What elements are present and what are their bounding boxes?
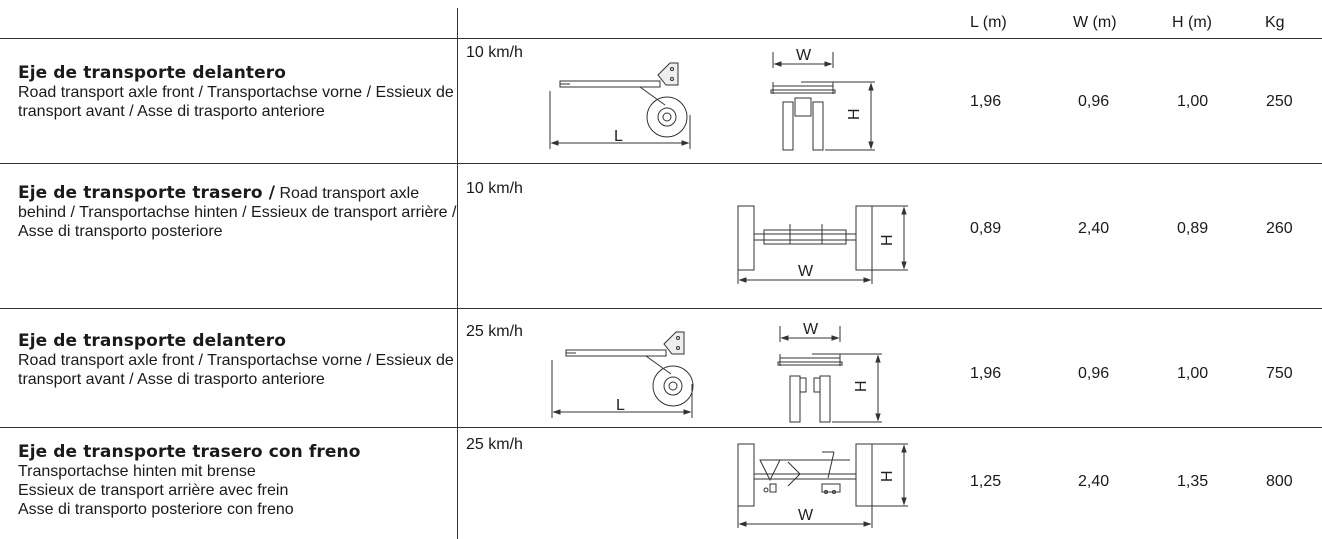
value-w: 0,96 (1078, 365, 1110, 382)
row-description: Eje de transporte trasero / Road transpo… (18, 184, 458, 241)
dim-label-w: W (796, 47, 812, 64)
row-divider (0, 38, 1322, 39)
value-h: 1,00 (1177, 365, 1209, 382)
value-l: 0,89 (970, 220, 1002, 237)
row-divider (0, 163, 1322, 164)
dim-label-l: L (616, 397, 625, 414)
value-h: 1,35 (1177, 473, 1209, 490)
front-axle-front-drawing: W H (772, 321, 892, 428)
front-axle-side-drawing: L (540, 55, 700, 155)
row-description: Eje de transporte trasero con freno Tran… (18, 443, 458, 519)
value-l: 1,96 (970, 365, 1002, 382)
row-title: Eje de transporte trasero con freno (18, 442, 361, 462)
value-w: 0,96 (1078, 93, 1110, 110)
column-divider (457, 8, 458, 539)
header-h: H (m) (1172, 14, 1212, 31)
row-divider (0, 427, 1322, 428)
dim-label-w: W (798, 507, 814, 524)
rear-axle-brake-top-drawing: W H (730, 440, 910, 532)
dim-label-h: H (879, 234, 896, 246)
speed-label: 25 km/h (466, 436, 523, 453)
row-subtitle: Road transport axle behind / Transportac… (18, 185, 457, 240)
value-l: 1,25 (970, 473, 1002, 490)
row-subtitle-line: Transportachse hinten mit brense (18, 463, 256, 480)
speed-label: 10 km/h (466, 44, 523, 61)
dim-label-h: H (853, 380, 870, 392)
header-w: W (m) (1073, 14, 1117, 31)
header-kg: Kg (1265, 14, 1285, 31)
value-w: 2,40 (1078, 473, 1110, 490)
row-subtitle: Road transport axle front / Transportach… (18, 84, 454, 120)
front-axle-front-drawing: W H (765, 47, 885, 158)
row-subtitle: Road transport axle front / Transportach… (18, 352, 454, 388)
value-kg: 250 (1266, 93, 1293, 110)
value-h: 1,00 (1177, 93, 1209, 110)
value-w: 2,40 (1078, 220, 1110, 237)
row-subtitle-line: Asse di transporto posteriore con freno (18, 501, 294, 518)
row-subtitle-line: Essieux de transport arrière avec frein (18, 482, 289, 499)
row-title: Eje de transporte delantero (18, 331, 287, 351)
value-kg: 800 (1266, 473, 1293, 490)
row-title: Eje de transporte trasero / (18, 183, 276, 203)
dim-label-l: L (614, 128, 623, 145)
row-description: Eje de transporte delantero Road transpo… (18, 64, 458, 121)
dim-label-h: H (846, 108, 863, 120)
row-title: Eje de transporte delantero (18, 63, 287, 83)
speed-label: 10 km/h (466, 180, 523, 197)
value-kg: 750 (1266, 365, 1293, 382)
speed-label: 25 km/h (466, 323, 523, 340)
front-axle-side-drawing: L (546, 330, 706, 430)
dim-label-h: H (879, 470, 896, 482)
header-l: L (m) (970, 14, 1007, 31)
row-description: Eje de transporte delantero Road transpo… (18, 332, 458, 389)
dim-label-w: W (803, 321, 819, 338)
value-l: 1,96 (970, 93, 1002, 110)
rear-axle-top-drawing: W H (730, 200, 910, 288)
value-h: 0,89 (1177, 220, 1209, 237)
row-divider (0, 308, 1322, 309)
value-kg: 260 (1266, 220, 1293, 237)
dim-label-w: W (798, 263, 814, 280)
